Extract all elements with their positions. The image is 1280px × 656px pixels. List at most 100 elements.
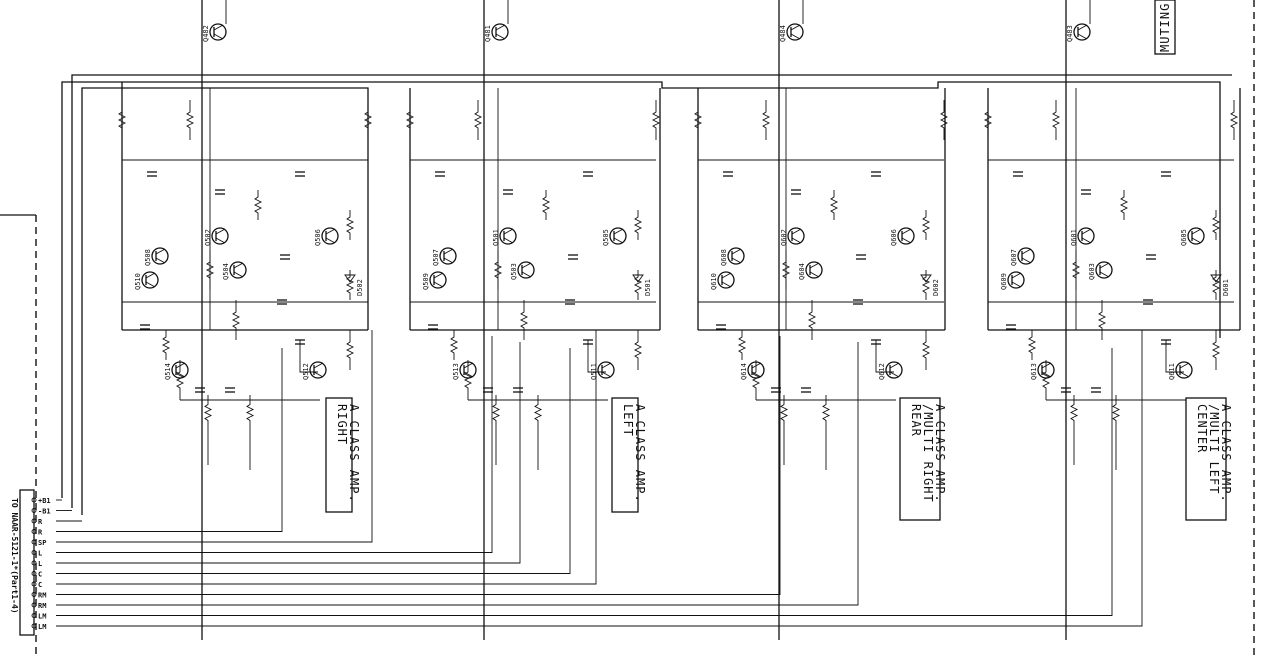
resistor xyxy=(737,330,747,360)
transistor-symbol xyxy=(717,271,735,289)
connector-pin-label: L xyxy=(38,560,42,568)
transistor-label: Q607 xyxy=(1010,249,1018,266)
connector-pin xyxy=(31,592,37,597)
resistor xyxy=(921,330,931,370)
transistor-symbol xyxy=(747,361,765,379)
resistor xyxy=(519,300,529,340)
diode-label: D502 xyxy=(356,279,364,296)
resistor xyxy=(651,100,661,140)
stage-title-box xyxy=(899,397,941,521)
transistor-symbol xyxy=(321,227,339,245)
transistor-symbol xyxy=(211,227,229,245)
resistor xyxy=(1097,300,1107,340)
stage-title-line: REAR xyxy=(909,404,923,437)
stage-title-line: CENTER xyxy=(1195,404,1209,453)
transistor-symbol xyxy=(1175,361,1193,379)
resistor xyxy=(345,210,355,240)
muting-box xyxy=(1154,0,1176,55)
connector-pin xyxy=(31,602,37,608)
resistor xyxy=(463,360,473,400)
transistor-symbol xyxy=(491,23,509,41)
transistor-label: Q605 xyxy=(1180,229,1188,246)
resistor xyxy=(253,190,263,220)
transistor-label: Q501 xyxy=(492,229,500,246)
connector-pin-label: LM xyxy=(38,623,46,631)
connector-pin xyxy=(31,550,37,555)
transistor-symbol xyxy=(229,261,247,279)
resistor xyxy=(921,210,931,240)
transistor-symbol xyxy=(171,361,189,379)
resistor xyxy=(449,330,459,360)
diode-label: D601 xyxy=(1222,279,1230,296)
connector-pin xyxy=(31,623,37,629)
connector-pin xyxy=(31,497,37,503)
transistor-label: Q606 xyxy=(890,229,898,246)
bus-line xyxy=(56,348,571,574)
connector-pin xyxy=(31,560,37,566)
transistor-label: Q481 xyxy=(484,25,492,42)
transistor-symbol xyxy=(1037,361,1055,379)
connector-pin-label: RM xyxy=(38,592,46,600)
resistor xyxy=(205,250,215,290)
transistor-symbol xyxy=(885,361,903,379)
stage-title-line: A CLASS AMP. xyxy=(1219,404,1233,503)
diode-symbol xyxy=(1210,274,1222,283)
resistor xyxy=(807,300,817,340)
transistor-label: Q483 xyxy=(1066,25,1074,42)
transistor-symbol xyxy=(429,271,447,289)
transistor-label: Q504 xyxy=(222,263,230,280)
resistor xyxy=(939,100,949,140)
transistor-symbol xyxy=(786,23,804,41)
transistor-symbol xyxy=(787,227,805,245)
connector-pin xyxy=(31,571,37,576)
resistor xyxy=(1211,270,1221,300)
connector-label: TO NAAR-5121-1*(Part1-4) xyxy=(10,498,19,614)
transistor-symbol xyxy=(1017,247,1035,265)
diode-label: D602 xyxy=(932,279,940,296)
resistor xyxy=(633,270,643,300)
resistor xyxy=(245,395,255,430)
transistor-label: Q514 xyxy=(164,363,172,380)
resistor xyxy=(751,360,761,400)
transistor-label: Q502 xyxy=(204,229,212,246)
resistor xyxy=(175,360,185,400)
transistor-label: Q608 xyxy=(720,249,728,266)
transistor-symbol xyxy=(597,361,615,379)
resistor xyxy=(231,300,241,340)
connector-pin xyxy=(31,581,37,587)
resistor xyxy=(693,100,703,140)
stage-title-box xyxy=(1185,397,1227,521)
connector-pin-label: -B1 xyxy=(38,508,51,516)
transistor-symbol xyxy=(459,361,477,379)
stage-title-box xyxy=(611,397,639,513)
muting-label: MUTING xyxy=(1158,3,1172,52)
resistor xyxy=(533,395,543,430)
transistor-symbol xyxy=(499,227,517,245)
resistor xyxy=(405,100,415,140)
bus-line xyxy=(56,330,597,585)
transistor-symbol xyxy=(1077,227,1095,245)
transistor-label: Q602 xyxy=(780,229,788,246)
connector-pin-label: L xyxy=(38,550,42,558)
transistor-label: Q610 xyxy=(710,273,718,290)
transistor-label: Q509 xyxy=(422,273,430,290)
resistor xyxy=(161,330,171,360)
transistor-symbol xyxy=(1073,23,1091,41)
bus-line xyxy=(56,330,373,543)
bus-line xyxy=(56,336,493,553)
stage-title-line: A CLASS AMP. xyxy=(633,404,647,503)
transistor-symbol xyxy=(727,247,745,265)
resistor xyxy=(1071,250,1081,290)
connector-pin-label: R xyxy=(38,529,43,537)
transistor-label: Q511 xyxy=(590,363,598,380)
resistor xyxy=(345,330,355,370)
resistor xyxy=(921,270,931,300)
transistor-label: Q609 xyxy=(1000,273,1008,290)
diode-symbol xyxy=(344,274,356,283)
resistor xyxy=(541,190,551,220)
transistor-symbol xyxy=(1187,227,1205,245)
